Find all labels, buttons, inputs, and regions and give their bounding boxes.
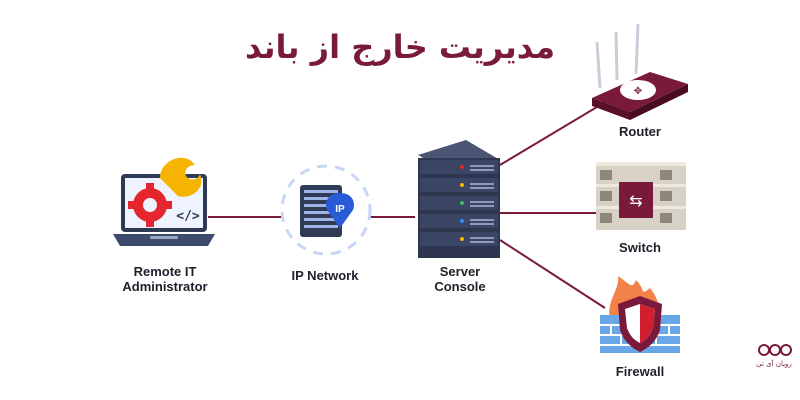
- page-title: مدیریت خارج از باند: [244, 28, 555, 66]
- switch-label: Switch: [619, 240, 661, 255]
- admin-laptop-icon: </>: [113, 157, 215, 246]
- router-label: Router: [619, 124, 661, 139]
- server-label-line1: Server: [439, 264, 481, 279]
- brand-logo-icon: [758, 344, 792, 356]
- code-icon: </>: [176, 209, 200, 224]
- link-server-firewall: [499, 239, 606, 309]
- admin-label: Remote IT Administrator: [100, 264, 230, 294]
- brand-name: رویان آی تی: [756, 360, 792, 368]
- switch-icon: ⇆: [596, 162, 686, 230]
- ip-badge: IP: [335, 204, 345, 215]
- ip-network-icon: IP: [280, 164, 372, 256]
- location-pin-icon: [326, 193, 354, 228]
- firewall-label: Firewall: [615, 364, 665, 379]
- gear-icon: [128, 183, 172, 227]
- router-icon: ✥: [592, 23, 688, 120]
- wrench-icon: [160, 157, 202, 197]
- link-server-router: [499, 97, 613, 166]
- server-console-icon: [418, 140, 500, 258]
- svg-text:⇆: ⇆: [629, 191, 642, 210]
- server-label-line2: Console: [434, 279, 486, 294]
- firewall-icon: [600, 276, 680, 353]
- server-label: Server Console: [405, 264, 515, 294]
- admin-label-line2: Administrator: [122, 279, 208, 294]
- admin-label-line1: Remote IT: [133, 264, 197, 279]
- network-label: IP Network: [291, 268, 359, 283]
- svg-text:✥: ✥: [634, 86, 642, 97]
